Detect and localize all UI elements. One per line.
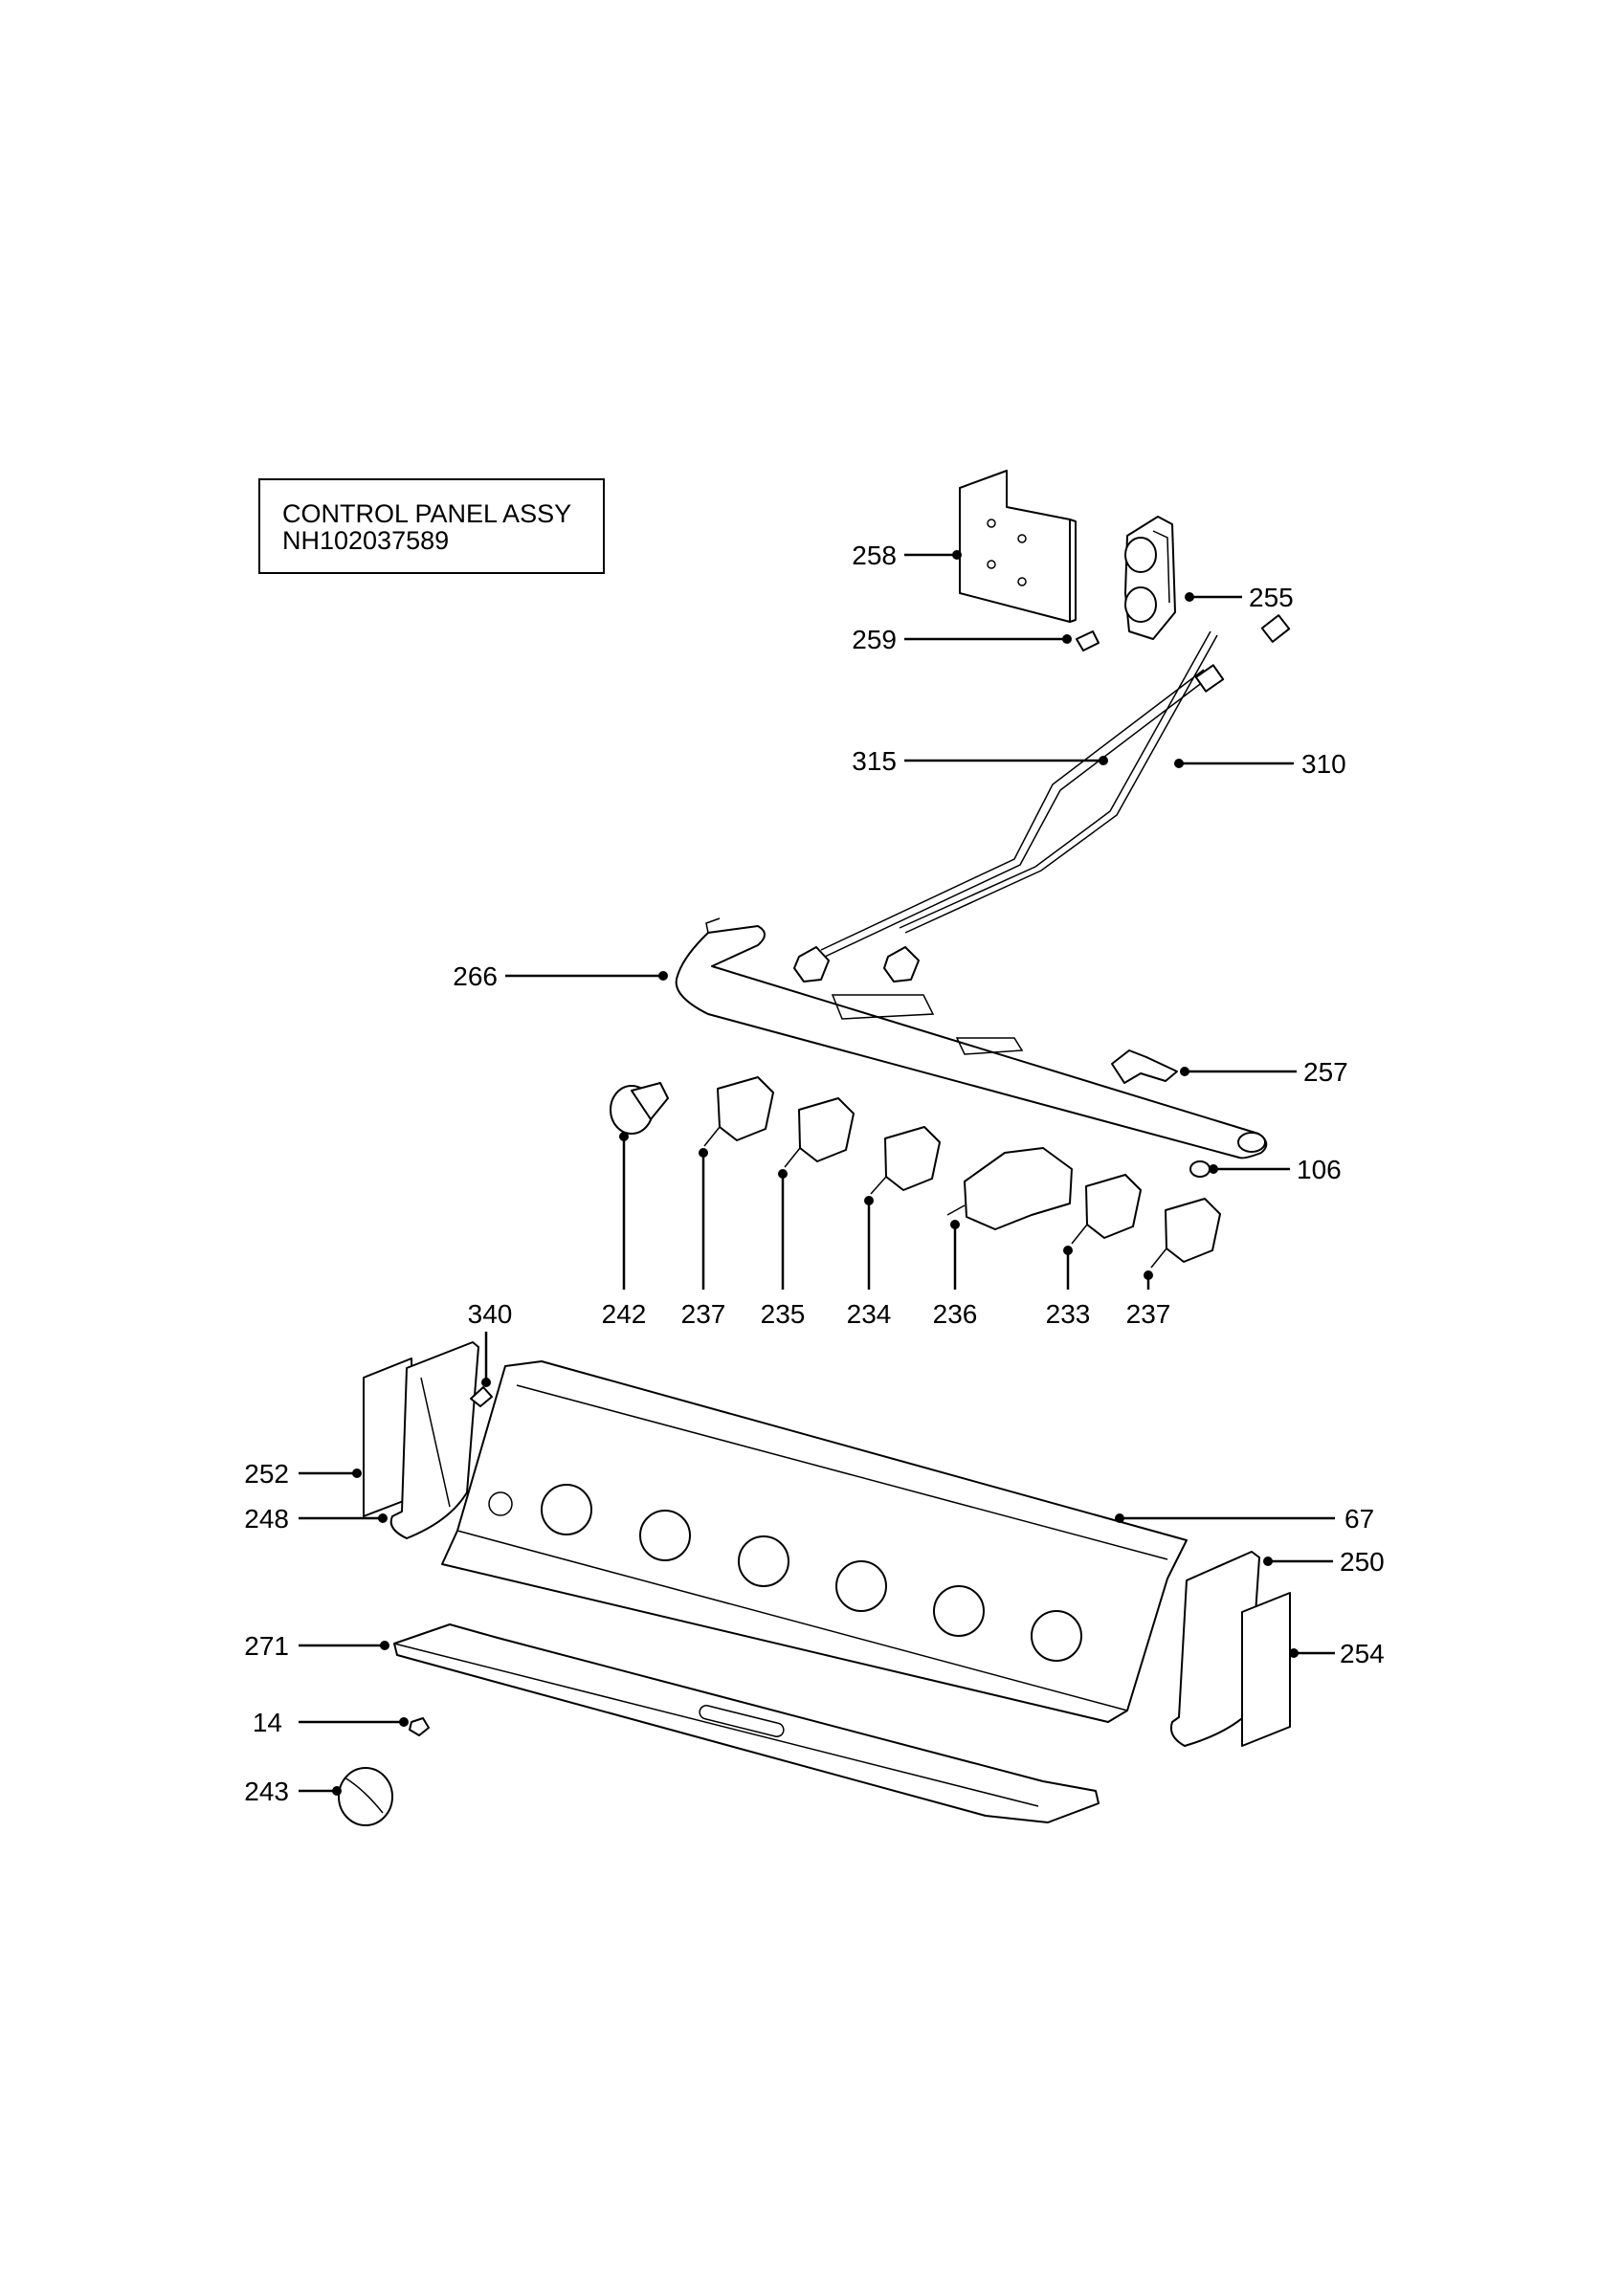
callout-243: 243 xyxy=(244,1777,289,1806)
callout-310: 310 xyxy=(1301,749,1346,779)
valve-block-255-drawing xyxy=(1124,516,1176,640)
manifold-266-drawing xyxy=(675,917,1268,1159)
callout-257: 257 xyxy=(1303,1057,1348,1087)
callout-266: 266 xyxy=(453,961,498,991)
callout-259: 259 xyxy=(852,625,897,654)
gas-tap-234-drawing xyxy=(870,1126,941,1195)
clip-257-drawing xyxy=(1111,1049,1178,1084)
pipes-315-310-drawing xyxy=(793,614,1291,982)
callout-106: 106 xyxy=(1297,1155,1342,1184)
title-box: CONTROL PANEL ASSY NH102037589 xyxy=(258,478,605,574)
leader-lines xyxy=(299,550,1335,1796)
callout-340: 340 xyxy=(468,1299,513,1329)
control-knob-243-drawing xyxy=(338,1767,393,1826)
callout-67: 67 xyxy=(1344,1504,1374,1534)
gas-tap-233-drawing xyxy=(1071,1174,1142,1245)
gas-tap-237a-drawing xyxy=(703,1076,774,1147)
callout-235: 235 xyxy=(761,1299,806,1329)
strip-271-drawing xyxy=(393,1623,1100,1823)
control-panel-67-drawing xyxy=(441,1360,1188,1723)
switch-242-drawing xyxy=(610,1082,669,1135)
callout-254: 254 xyxy=(1340,1639,1385,1668)
assembly-part-number: NH102037589 xyxy=(282,526,450,555)
callout-271: 271 xyxy=(244,1631,289,1661)
callout-252: 252 xyxy=(244,1459,289,1489)
washer-106-drawing xyxy=(1189,1160,1211,1178)
callout-237a: 237 xyxy=(681,1299,726,1329)
gas-tap-237b-drawing xyxy=(1150,1198,1221,1269)
callout-250: 250 xyxy=(1340,1547,1385,1577)
gas-tap-236-drawing xyxy=(946,1147,1073,1230)
callout-255: 255 xyxy=(1249,583,1294,612)
left-end-cap-248-drawing xyxy=(389,1341,479,1539)
callout-236: 236 xyxy=(933,1299,978,1329)
clip-340-drawing xyxy=(470,1386,493,1407)
callout-233: 233 xyxy=(1046,1299,1091,1329)
right-cover-254-drawing xyxy=(1241,1592,1291,1747)
screw-259-drawing xyxy=(1076,630,1100,651)
callout-248: 248 xyxy=(244,1504,289,1534)
callout-237b: 237 xyxy=(1126,1299,1171,1329)
assembly-title: CONTROL PANEL ASSY xyxy=(282,499,572,528)
callout-labels: 258 255 259 315 310 266 257 106 242 237 … xyxy=(244,541,1384,1806)
callout-258: 258 xyxy=(852,541,897,570)
knob-insert-14-drawing xyxy=(409,1717,430,1736)
callout-234: 234 xyxy=(847,1299,892,1329)
callout-315: 315 xyxy=(852,746,897,776)
gas-tap-235-drawing xyxy=(784,1097,855,1168)
callout-242: 242 xyxy=(602,1299,647,1329)
bracket-258-drawing xyxy=(959,470,1077,623)
callout-14: 14 xyxy=(253,1708,282,1737)
